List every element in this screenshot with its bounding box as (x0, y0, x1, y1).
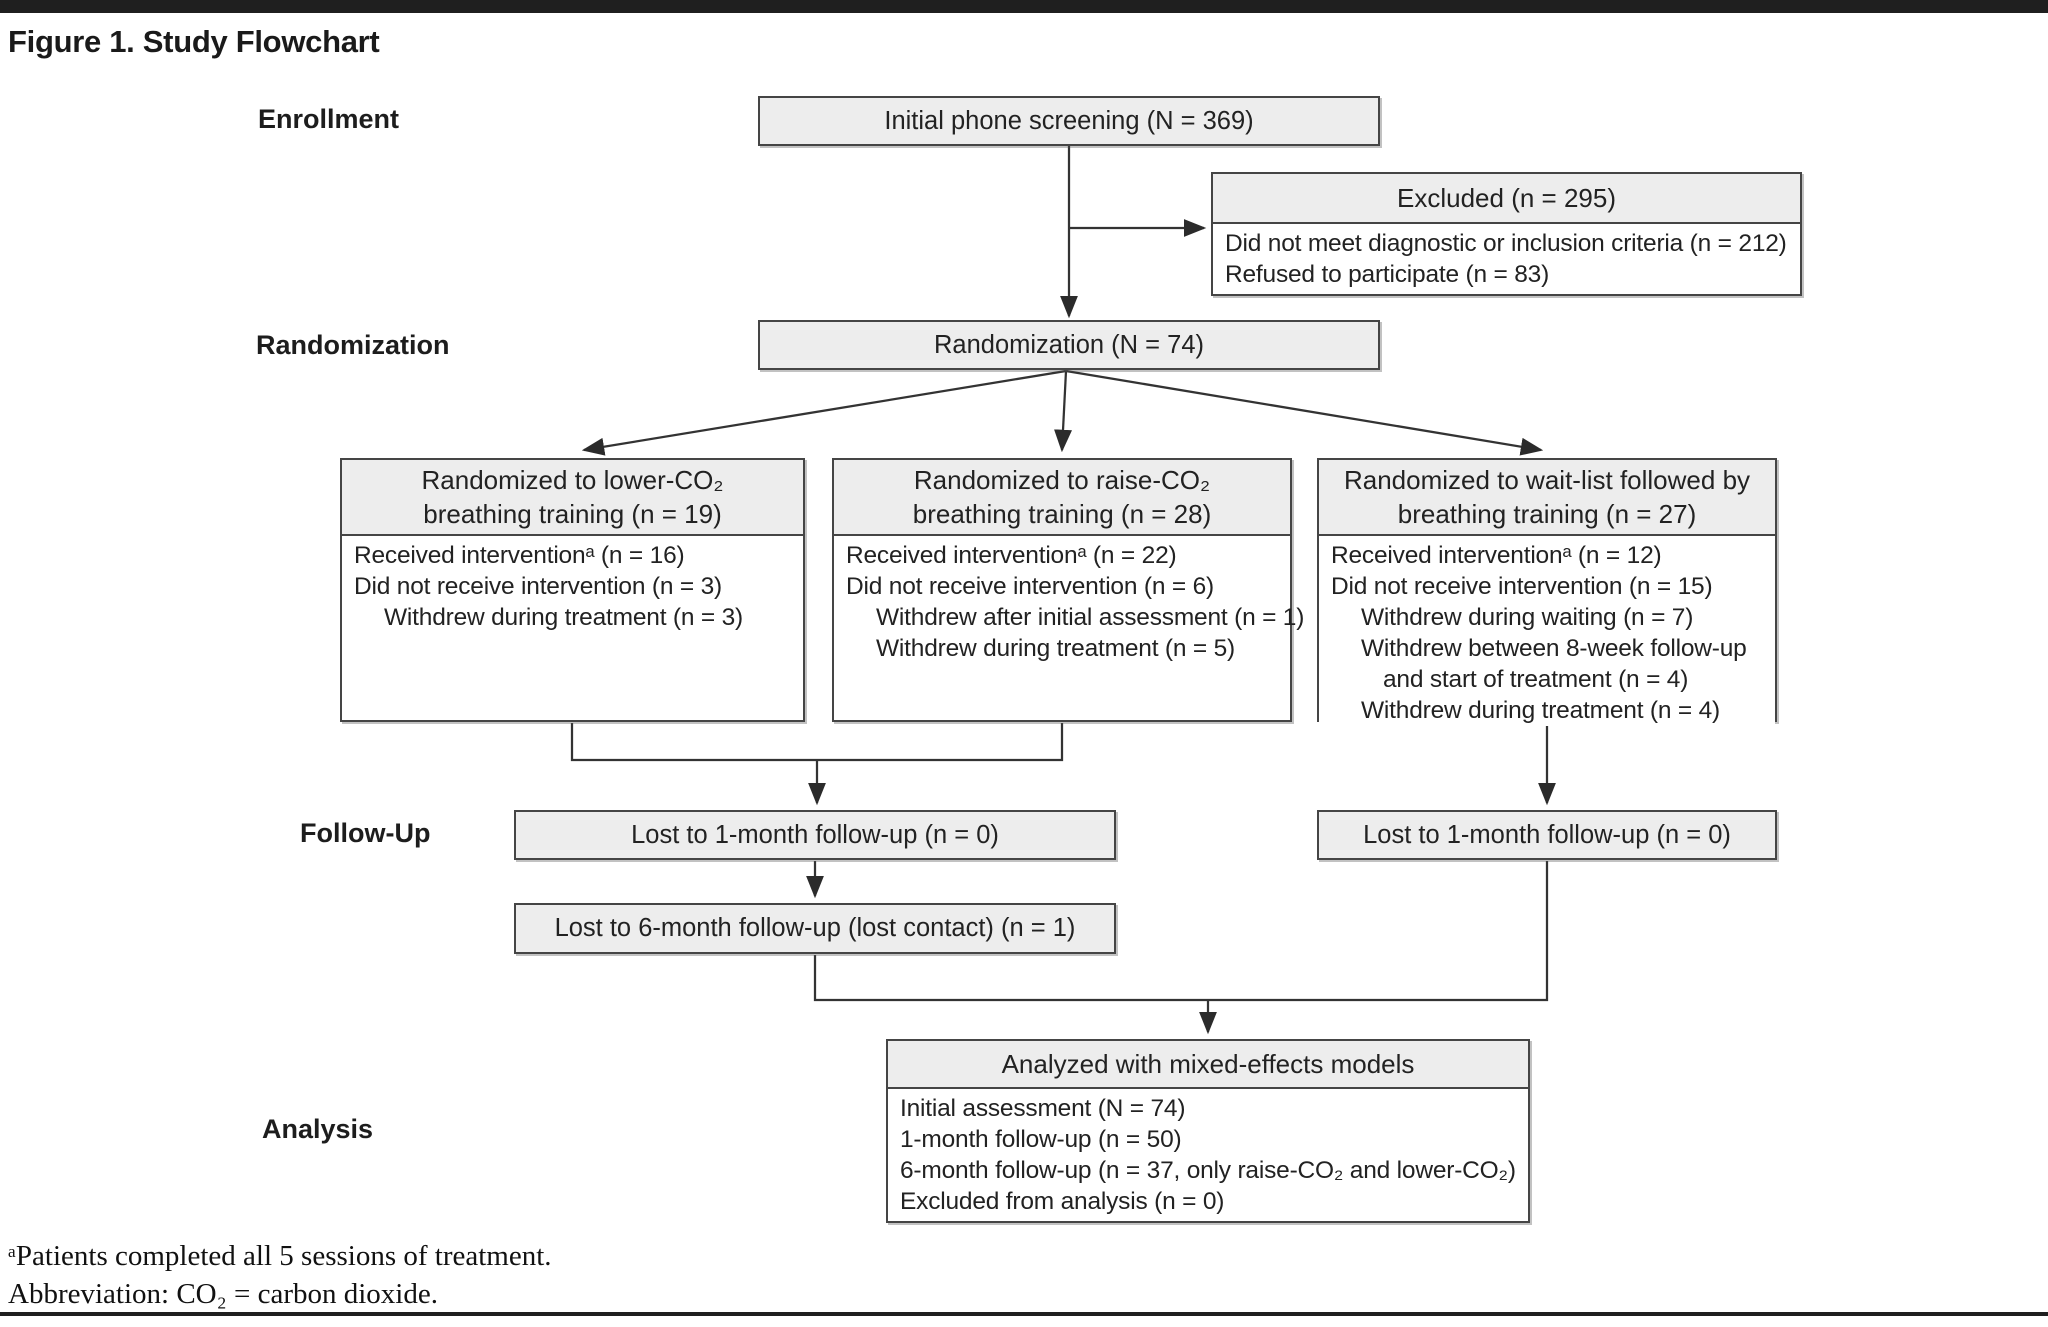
arm-raise-co2-line: Received interventionᵃ (n = 22) (846, 542, 1177, 569)
arm-raise-co2-body: Received interventionᵃ (n = 22) Did not … (834, 536, 1305, 664)
excluded-title: Excluded (n = 295) (1213, 174, 1800, 224)
analyzed-line: 6-month follow-up (n = 37, only raise-CO… (900, 1157, 1516, 1184)
excluded-body: Did not meet diagnostic or inclusion cri… (1213, 224, 1800, 290)
arm-raise-co2-title-line: Randomized to raise-CO₂ (913, 465, 1211, 495)
arm-waitlist-body: Received interventionᵃ (n = 12) Did not … (1319, 536, 1775, 726)
excluded-line: Refused to participate (n = 83) (1225, 261, 1550, 288)
box-lost-6month: Lost to 6-month follow-up (lost contact)… (514, 903, 1116, 954)
arm-waitlist-line: Received interventionᵃ (n = 12) (1331, 542, 1662, 569)
arm-waitlist-line: Withdrew during treatment (n = 4) (1361, 697, 1721, 724)
box-lost-1month-right: Lost to 1-month follow-up (n = 0) (1317, 810, 1777, 860)
arm-lower-co2-title: Randomized to lower-CO₂ breathing traini… (342, 460, 803, 536)
arm-raise-co2-line: Withdrew during treatment (n = 5) (876, 635, 1236, 662)
box-arm-lower-co2: Randomized to lower-CO₂ breathing traini… (340, 458, 805, 722)
stage-label-analysis: Analysis (262, 1114, 374, 1144)
arm-waitlist-line: Did not receive intervention (n = 15) (1331, 573, 1713, 600)
arrow-to-waitlist-arm (1065, 369, 1544, 456)
arm-waitlist-line: Withdrew between 8-week follow-up (1361, 635, 1747, 662)
arm-raise-co2-line: Withdrew after initial assessment (n = 1… (876, 604, 1305, 631)
connector-arms-bracket (570, 723, 1064, 762)
box-arm-raise-co2: Randomized to raise-CO₂ breathing traini… (832, 458, 1305, 722)
arm-lower-co2-line: Withdrew during treatment (n = 3) (384, 604, 744, 631)
analyzed-line: 1-month follow-up (n = 50) (900, 1126, 1182, 1153)
box-initial-screening: Initial phone screening (N = 369) (758, 96, 1380, 146)
bottom-rule (0, 1312, 2048, 1316)
arrow-to-raise-co2-arm (1054, 370, 1073, 453)
stage-label-enrollment: Enrollment (258, 104, 400, 134)
analyzed-title: Analyzed with mixed-effects models (888, 1041, 1528, 1089)
box-excluded: Excluded (n = 295) Did not meet diagnost… (1211, 172, 1802, 296)
arm-waitlist-title: Randomized to wait-list followed by brea… (1319, 460, 1775, 536)
excluded-line: Did not meet diagnostic or inclusion cri… (1225, 230, 1787, 257)
box-lost-1month-left: Lost to 1-month follow-up (n = 0) (514, 810, 1116, 860)
arm-lower-co2-title-line: breathing training (n = 19) (423, 499, 722, 529)
arm-waitlist-title-line: Randomized to wait-list followed by (1343, 465, 1751, 495)
analyzed-line: Initial assessment (N = 74) (900, 1095, 1186, 1122)
arrow-to-lower-co2-arm (581, 369, 1067, 456)
figure-title: Figure 1. Study Flowchart (8, 24, 380, 59)
top-rule (0, 0, 2048, 13)
arm-lower-co2-body: Received interventionᵃ (n = 16) Did not … (342, 536, 803, 633)
arm-lower-co2-line: Received interventionᵃ (n = 16) (354, 542, 685, 569)
arm-waitlist-line: Withdrew during waiting (n = 7) (1361, 604, 1694, 631)
box-analyzed: Analyzed with mixed-effects models Initi… (886, 1039, 1530, 1223)
stage-label-follow-up: Follow-Up (300, 818, 431, 848)
arm-waitlist-title-line: breathing training (n = 27) (1397, 499, 1697, 529)
randomization-label: Randomization (N = 74) (933, 330, 1204, 359)
arm-waitlist-line: and start of treatment (n = 4) (1383, 666, 1689, 693)
arm-raise-co2-line: Did not receive intervention (n = 6) (846, 573, 1214, 600)
box-randomization: Randomization (N = 74) (758, 320, 1380, 370)
arm-raise-co2-title-line: breathing training (n = 28) (912, 499, 1212, 529)
lost-1month-left-label: Lost to 1-month follow-up (n = 0) (631, 820, 999, 849)
arm-lower-co2-line: Did not receive intervention (n = 3) (354, 573, 722, 600)
footnote-abbreviation: Abbreviation: CO₂ = carbon dioxide. (8, 1278, 438, 1310)
arm-raise-co2-title: Randomized to raise-CO₂ breathing traini… (834, 460, 1290, 536)
initial-screening-label: Initial phone screening (N = 369) (884, 106, 1254, 135)
footnote-a: ᵃPatients completed all 5 sessions of tr… (8, 1240, 552, 1272)
box-arm-waitlist: Randomized to wait-list followed by brea… (1317, 458, 1777, 726)
lost-1month-right-label: Lost to 1-month follow-up (n = 0) (1363, 820, 1731, 849)
stage-label-randomization: Randomization (256, 330, 450, 360)
connector-analysis-bracket (813, 861, 1549, 1002)
analyzed-body: Initial assessment (N = 74) 1-month foll… (888, 1089, 1528, 1217)
lost-6month-label: Lost to 6-month follow-up (lost contact)… (554, 914, 1076, 942)
arm-lower-co2-title-line: Randomized to lower-CO₂ (421, 465, 724, 495)
analyzed-line: Excluded from analysis (n = 0) (900, 1188, 1225, 1215)
